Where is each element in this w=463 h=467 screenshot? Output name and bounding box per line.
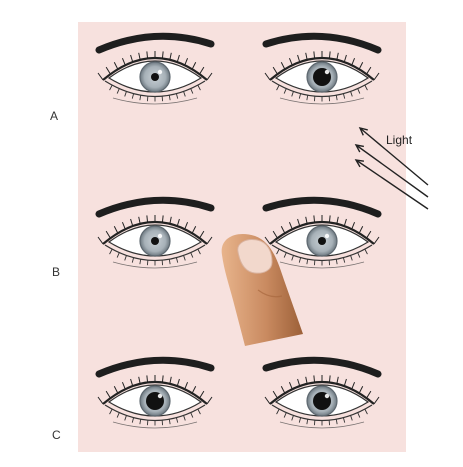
row-label-a: A [50,109,58,123]
pupil [151,237,159,245]
row-label-b: B [52,265,60,279]
pupil [318,237,326,245]
row-label-c: C [52,428,61,442]
pupil [151,73,159,81]
light-label: Light [386,133,412,147]
